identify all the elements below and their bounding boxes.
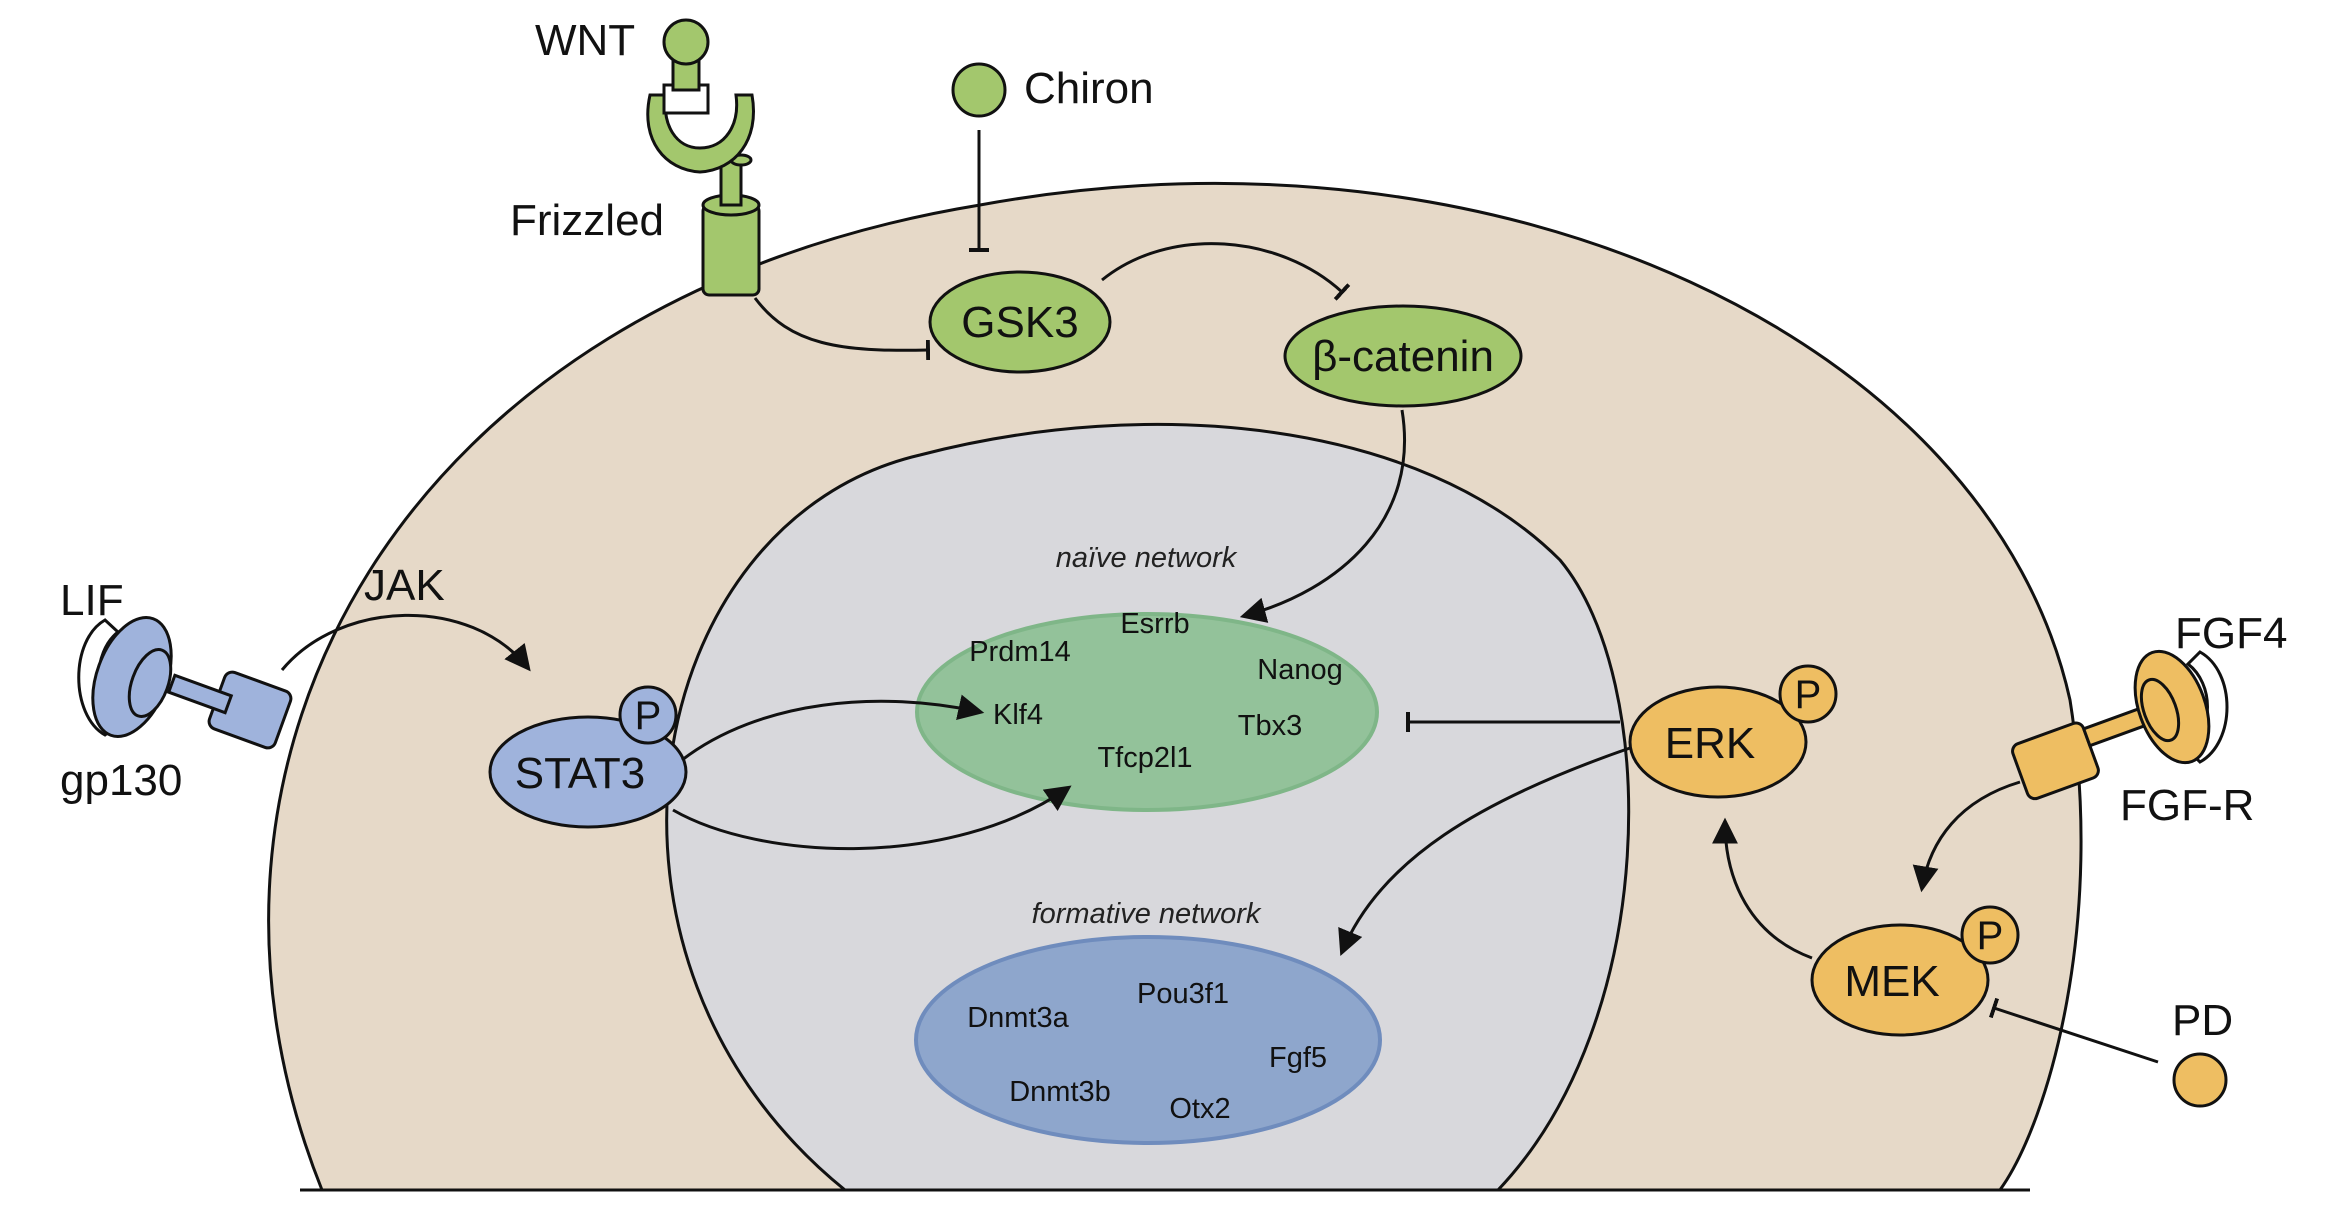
beta-catenin-label: β-catenin bbox=[1312, 332, 1494, 381]
mek-activates-erk bbox=[1712, 817, 1813, 960]
mek-phospho-label: P bbox=[1977, 914, 2004, 958]
gene-fgf5: Fgf5 bbox=[1269, 1042, 1327, 1074]
gsk3-label: GSK3 bbox=[961, 298, 1078, 347]
stat3-phospho-badge bbox=[618, 685, 678, 745]
mek-label: MEK bbox=[1844, 957, 1939, 1006]
fgfr-label: FGF-R bbox=[2120, 781, 2254, 830]
beta-catenin-activates-esrrb bbox=[1239, 409, 1406, 623]
wnt-ligand bbox=[662, 18, 710, 115]
jak-activates-stat3 bbox=[280, 613, 531, 672]
gp130-label: gp130 bbox=[60, 756, 182, 805]
gene-tbx3: Tbx3 bbox=[1238, 710, 1302, 742]
lif-label: LIF bbox=[60, 576, 124, 625]
gene-prdm14: Prdm14 bbox=[969, 636, 1071, 668]
stat3-activates-klf4 bbox=[681, 694, 985, 762]
wnt-label: WNT bbox=[535, 16, 635, 65]
erk-phospho-label: P bbox=[1795, 673, 1822, 717]
erk-node bbox=[1628, 685, 1808, 799]
gene-pou3f1: Pou3f1 bbox=[1137, 978, 1229, 1010]
mek-node bbox=[1810, 923, 1990, 1037]
erk-label: ERK bbox=[1665, 719, 1755, 768]
stat3-node bbox=[488, 715, 688, 829]
gsk3-inhibits-beta-catenin bbox=[1101, 242, 1351, 301]
pd-inhibits-mek bbox=[1988, 997, 2159, 1064]
stat3-phospho-label: P bbox=[635, 694, 662, 738]
gene-dnmt3a: Dnmt3a bbox=[967, 1002, 1069, 1034]
pd-label: PD bbox=[2172, 996, 2233, 1045]
stat3-label: STAT3 bbox=[515, 749, 645, 798]
formative-network-title: formative network bbox=[1032, 898, 1262, 930]
chiron-label: Chiron bbox=[1024, 64, 1154, 113]
naive-network-ellipse bbox=[915, 612, 1379, 812]
gene-dnmt3b: Dnmt3b bbox=[1009, 1076, 1111, 1108]
frizzled-label: Frizzled bbox=[510, 196, 664, 245]
gene-tfcp2l1: Tfcp2l1 bbox=[1097, 742, 1192, 774]
fgfr-receptor bbox=[2011, 650, 2229, 801]
frizzled-inhibits-gsk3 bbox=[753, 297, 931, 361]
frizzled-receptor bbox=[646, 93, 761, 297]
fgf4-label: FGF4 bbox=[2175, 609, 2287, 658]
fgfr-activates-mek bbox=[1912, 780, 2021, 893]
jak-label: JAK bbox=[364, 561, 445, 610]
stat3-activates-tfcp2l1 bbox=[672, 785, 1072, 851]
mek-phospho-badge bbox=[1960, 905, 2020, 965]
lif-ligand bbox=[91, 616, 173, 738]
erk-activates-formative-network bbox=[1338, 746, 1631, 957]
gene-nanog: Nanog bbox=[1257, 654, 1342, 686]
naive-network-title: naïve network bbox=[1056, 542, 1238, 574]
gene-esrrb: Esrrb bbox=[1120, 608, 1189, 640]
erk-phospho-badge bbox=[1778, 664, 1838, 724]
beta-catenin-node bbox=[1283, 304, 1523, 408]
gsk3-node bbox=[928, 270, 1112, 374]
gene-klf4: Klf4 bbox=[993, 699, 1043, 731]
gene-otx2: Otx2 bbox=[1169, 1093, 1230, 1125]
chiron-molecule bbox=[951, 62, 1007, 118]
formative-network-ellipse bbox=[914, 935, 1382, 1145]
gp130-receptor bbox=[77, 618, 293, 750]
pd-molecule bbox=[2172, 1052, 2228, 1108]
fgf4-ligand bbox=[2133, 649, 2211, 765]
